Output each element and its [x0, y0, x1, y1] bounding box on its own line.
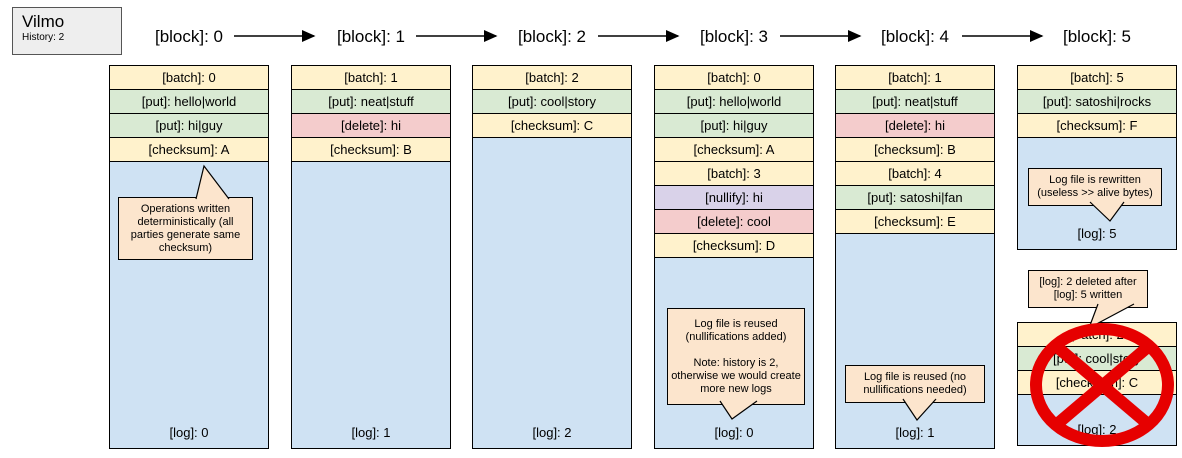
op-checksum-cell: [checksum]: B	[835, 137, 995, 162]
block-label-5: [block]: 5	[1062, 27, 1132, 46]
callout-log-reused-no-nullifications: Log file is reused (no nullifications ne…	[845, 365, 985, 403]
callout-log-rewritten: Log file is rewritten (useless >> alive …	[1028, 168, 1162, 206]
op-batch-cell: [batch]: 1	[291, 65, 451, 90]
callout-log-deleted: [log]: 2 deleted after [log]: 5 written	[1028, 270, 1148, 308]
deleted-log-file-box: [log]: 2	[1017, 394, 1177, 446]
op-batch-cell: [batch]: 0	[654, 65, 814, 90]
block-label-1: [block]: 1	[336, 27, 406, 46]
deleted-log-op-stack: [batch]: 2[put]: cool|story[checksum]: C	[1017, 322, 1177, 395]
callout-deterministic-note: Operations written deterministically (al…	[118, 197, 253, 260]
op-put-cell: [put]: cool|story	[1017, 346, 1177, 371]
log-label: [log]: 2	[1077, 422, 1117, 437]
op-put-cell: [put]: hello|world	[109, 89, 269, 114]
block-3-op-stack: [batch]: 0[put]: hello|world[put]: hi|gu…	[654, 65, 814, 258]
block-label-2: [block]: 2	[517, 27, 587, 46]
op-put-cell: [put]: satoshi|rocks	[1017, 89, 1177, 114]
log-label: [log]: 1	[895, 425, 935, 440]
op-put-cell: [put]: hi|guy	[654, 113, 814, 138]
op-checksum-cell: [checksum]: C	[1017, 370, 1177, 395]
op-batch-cell: [batch]: 5	[1017, 65, 1177, 90]
history-setting: History: 2	[22, 32, 65, 43]
op-checksum-cell: [checksum]: B	[291, 137, 451, 162]
op-checksum-cell: [checksum]: E	[835, 209, 995, 234]
op-batch-cell: [batch]: 0	[109, 65, 269, 90]
block-label-0: [block]: 0	[154, 27, 224, 46]
op-checksum-cell: [checksum]: A	[654, 137, 814, 162]
log-label: [log]: 5	[1077, 226, 1117, 241]
op-put-cell: [put]: cool|story	[472, 89, 632, 114]
op-checksum-cell: [checksum]: F	[1017, 113, 1177, 138]
op-batch-cell: [batch]: 4	[835, 161, 995, 186]
op-batch-cell: [batch]: 2	[472, 65, 632, 90]
log-file-box-1: [log]: 1	[291, 161, 451, 449]
op-checksum-cell: [checksum]: A	[109, 137, 269, 162]
op-batch-cell: [batch]: 1	[835, 65, 995, 90]
log-label: [log]: 2	[532, 425, 572, 440]
op-delete-cell: [delete]: hi	[835, 113, 995, 138]
block-0-op-stack: [batch]: 0[put]: hello|world[put]: hi|gu…	[109, 65, 269, 162]
log-file-box-4: [log]: 1	[835, 233, 995, 449]
callout-log-reused-nullifications: Log file is reused (nullifications added…	[667, 308, 805, 405]
op-put-cell: [put]: satoshi|fan	[835, 185, 995, 210]
op-batch-cell: [batch]: 3	[654, 161, 814, 186]
op-put-cell: [put]: hello|world	[654, 89, 814, 114]
op-delete-cell: [delete]: hi	[291, 113, 451, 138]
log-label: [log]: 0	[169, 425, 209, 440]
app-title: Vilmo	[22, 12, 65, 31]
log-file-box-2: [log]: 2	[472, 137, 632, 449]
block-label-4: [block]: 4	[880, 27, 950, 46]
log-label: [log]: 1	[351, 425, 391, 440]
op-nullify-cell: [nullify]: hi	[654, 185, 814, 210]
op-delete-cell: [delete]: cool	[654, 209, 814, 234]
block-label-3: [block]: 3	[699, 27, 769, 46]
block-4-op-stack: [batch]: 1[put]: neat|stuff[delete]: hi[…	[835, 65, 995, 234]
op-put-cell: [put]: neat|stuff	[835, 89, 995, 114]
op-checksum-cell: [checksum]: C	[472, 113, 632, 138]
log-label: [log]: 0	[714, 425, 754, 440]
op-batch-cell: [batch]: 2	[1017, 322, 1177, 347]
op-put-cell: [put]: neat|stuff	[291, 89, 451, 114]
block-1-op-stack: [batch]: 1[put]: neat|stuff[delete]: hi[…	[291, 65, 451, 162]
op-put-cell: [put]: hi|guy	[109, 113, 269, 138]
block-5-op-stack: [batch]: 5[put]: satoshi|rocks[checksum]…	[1017, 65, 1177, 138]
block-2-op-stack: [batch]: 2[put]: cool|story[checksum]: C	[472, 65, 632, 138]
op-checksum-cell: [checksum]: D	[654, 233, 814, 258]
vilmo-title-box: Vilmo History: 2	[12, 7, 122, 55]
